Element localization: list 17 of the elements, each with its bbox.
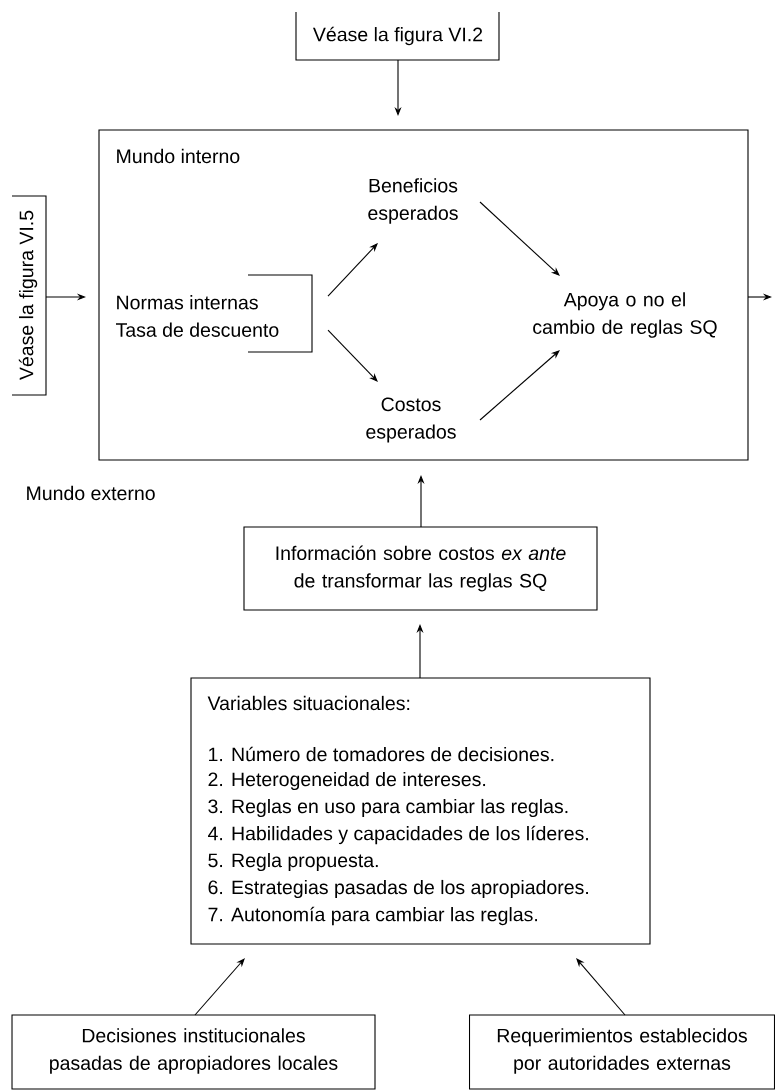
concept-text: Costos esperados (366, 397, 456, 443)
reference-box: Véase la figura VI.2 (295, 11, 500, 61)
list-box: Variables situacionales: 1. Número de tomadores de decisiones. 2. Heterogeneidad de intereses. 3. Reglas en uso para cambiar las reglas. 4. Habilidades y capacidades de los líderes. 5. Regla propuesta. 6. Estrategias pasadas de los apropiadores. 7. Autonomía para cambiar las reglas. (190, 677, 651, 945)
arrow (327, 243, 378, 297)
arrow (479, 350, 560, 421)
process-box: Requerimientos establecidos por autoridades externas (468, 1014, 775, 1090)
arrow (194, 958, 245, 1016)
arrow (327, 329, 378, 382)
process-box: Información sobre costos ex ante de transformar las reglas SQ (243, 526, 598, 611)
arrow (479, 201, 560, 276)
concept-text: Beneficios esperados (368, 178, 458, 224)
process-box: Decisiones institucionales pasadas de apropiadores locales (11, 1014, 376, 1090)
bracketed-text: Normas internas Tasa de descuento (116, 274, 313, 353)
outcome-text: Apoya o no el cambio de reglas SQ (533, 292, 717, 338)
arrow (576, 958, 626, 1016)
region-label: Mundo externo (27, 485, 155, 501)
reference-box: Véase la figura VI.5 (11, 195, 47, 396)
